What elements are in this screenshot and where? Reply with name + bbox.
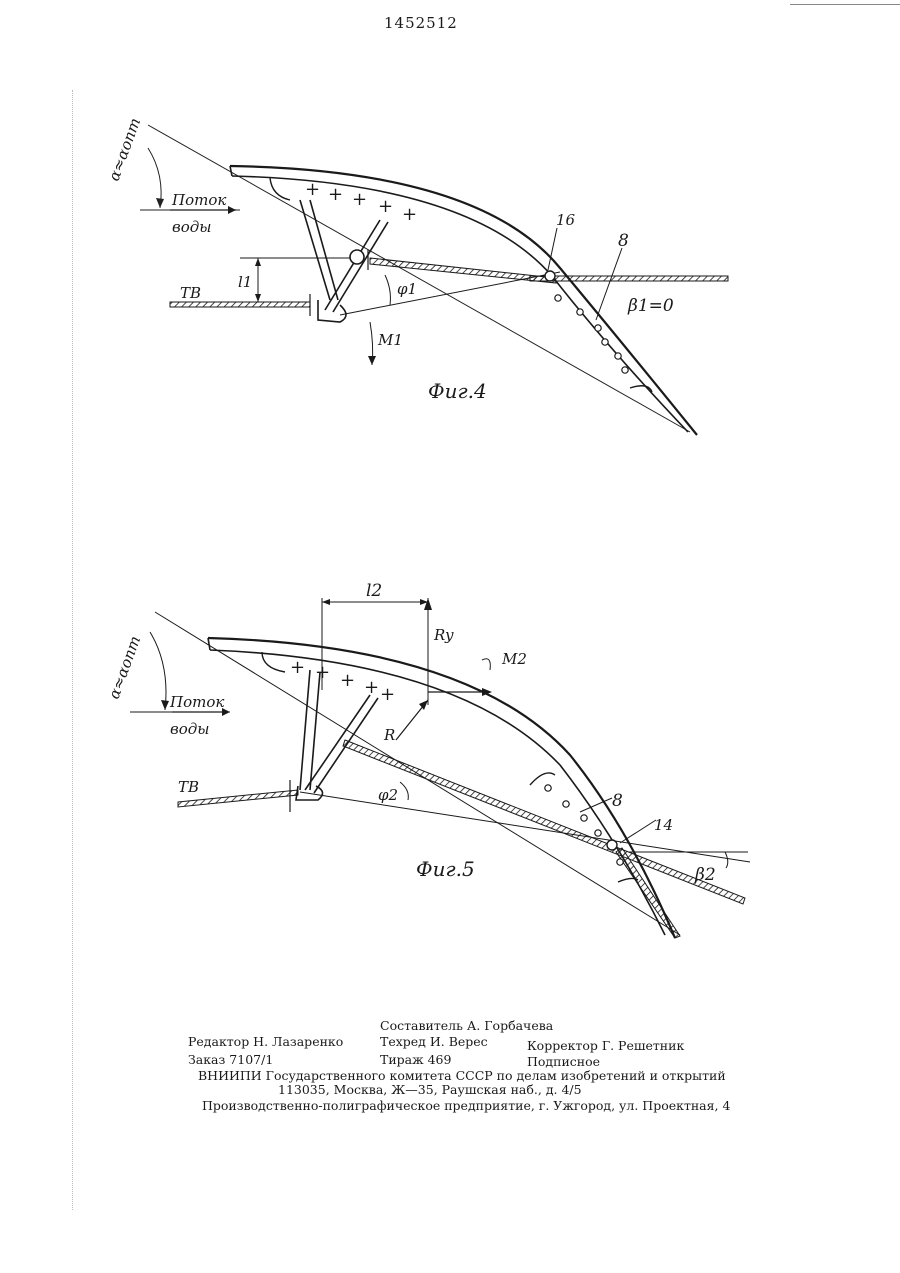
- tv-label: ТВ: [178, 778, 199, 796]
- subscription-line: Подписное: [527, 1054, 601, 1069]
- institute-line: ВНИИПИ Государственного комитета СССР по…: [198, 1068, 726, 1083]
- figure-5-drawing: + + + + +: [105, 581, 751, 939]
- plus-mark: +: [378, 196, 393, 217]
- wing-outer-edge: [229, 164, 698, 436]
- phi-line: [339, 271, 561, 316]
- figure-4: + + + + +: [0, 100, 900, 460]
- flow-label-1: Поток: [171, 191, 226, 209]
- alpha-label: α≈αопт: [105, 115, 144, 183]
- hole: [594, 829, 602, 837]
- compiler-line: Составитель А. Горбачева: [380, 1018, 554, 1033]
- hole: [621, 366, 629, 374]
- hole: [554, 294, 562, 302]
- angle-arc: [149, 631, 167, 711]
- hinge-14: [606, 839, 618, 851]
- strut: [304, 694, 371, 791]
- flow-label-1: Поток: [169, 693, 224, 711]
- printer-line: Производственно-полиграфическое предприя…: [202, 1098, 731, 1113]
- hinge-hook: [295, 785, 324, 801]
- rod: [369, 257, 557, 284]
- rear-pocket: [629, 385, 653, 393]
- front-pocket: [261, 651, 286, 673]
- callout-14: 14: [654, 816, 673, 834]
- svg-text:+: +: [380, 684, 395, 705]
- hole: [616, 858, 624, 866]
- hinge-hook: [317, 300, 347, 323]
- figure-5: + + + + +: [0, 560, 900, 960]
- alpha-label: α≈αопт: [105, 633, 144, 701]
- address-line: 113035, Москва, Ж—35, Раушская наб., д. …: [278, 1082, 582, 1097]
- hole: [544, 784, 552, 792]
- tv-label: ТВ: [180, 284, 201, 302]
- strut: [299, 199, 331, 301]
- svg-text:+: +: [364, 677, 379, 698]
- margin-rule: [72, 90, 74, 1210]
- beta2-label: β2: [694, 865, 716, 885]
- pivot: [349, 249, 365, 265]
- svg-text:+: +: [290, 657, 305, 678]
- svg-text:+: +: [315, 662, 330, 683]
- figure-4-drawing: + + + + +: [105, 115, 729, 436]
- l2-label: l2: [366, 581, 382, 601]
- corrector-line: Корректор Г. Решетник: [527, 1038, 685, 1053]
- flow-label-2: воды: [172, 218, 212, 236]
- phi-line: [299, 791, 751, 863]
- hole: [601, 338, 609, 346]
- strut: [299, 669, 311, 791]
- hole: [576, 308, 584, 316]
- front-pocket: [269, 177, 291, 201]
- ry-arrow: [424, 598, 432, 610]
- tv-plate: [169, 301, 311, 308]
- strut: [324, 219, 381, 311]
- phi1-label: φ1: [397, 280, 417, 298]
- callout-8: 8: [618, 231, 629, 251]
- angle-arrowhead: [156, 198, 164, 208]
- tv-plate: [177, 789, 299, 808]
- plus-mark: +: [328, 184, 343, 205]
- mid-pocket: [529, 772, 556, 786]
- moment-arrow: [481, 658, 491, 671]
- techred-line: Техред И. Верес: [380, 1034, 488, 1049]
- hole: [614, 352, 622, 360]
- circulation-line: Тираж 469: [380, 1052, 452, 1067]
- flow-label-2: воды: [170, 720, 210, 738]
- beta1-label: β1=0: [627, 296, 674, 316]
- hinge-16: [544, 270, 556, 282]
- svg-text:+: +: [340, 670, 355, 691]
- figure-4-caption: Фиг.4: [428, 379, 487, 403]
- patent-number: 1452512: [384, 14, 458, 32]
- m2-label: M2: [501, 650, 527, 668]
- wing-inner-edge: [231, 175, 689, 433]
- plus-mark: +: [402, 204, 417, 225]
- hole: [594, 324, 602, 332]
- rod: [342, 739, 746, 905]
- editor-line: Редактор Н. Лазаренко: [188, 1034, 344, 1049]
- callout-16: 16: [556, 211, 576, 229]
- tail-plate: [615, 847, 681, 939]
- corner-rule: [790, 4, 900, 5]
- plus-mark: +: [352, 189, 367, 210]
- l1-label: l1: [238, 273, 252, 291]
- tail-plate: [529, 275, 729, 282]
- ry-label: Ry: [433, 626, 454, 644]
- hole: [580, 814, 588, 822]
- m1-label: M1: [377, 331, 403, 349]
- callout-8: 8: [612, 791, 623, 811]
- phi2-label: φ2: [378, 786, 398, 804]
- figure-5-caption: Фиг.5: [416, 857, 475, 881]
- order-line: Заказ 7107/1: [188, 1052, 274, 1067]
- r-label: R: [383, 726, 395, 744]
- plus-mark: +: [305, 179, 320, 200]
- hole: [562, 800, 570, 808]
